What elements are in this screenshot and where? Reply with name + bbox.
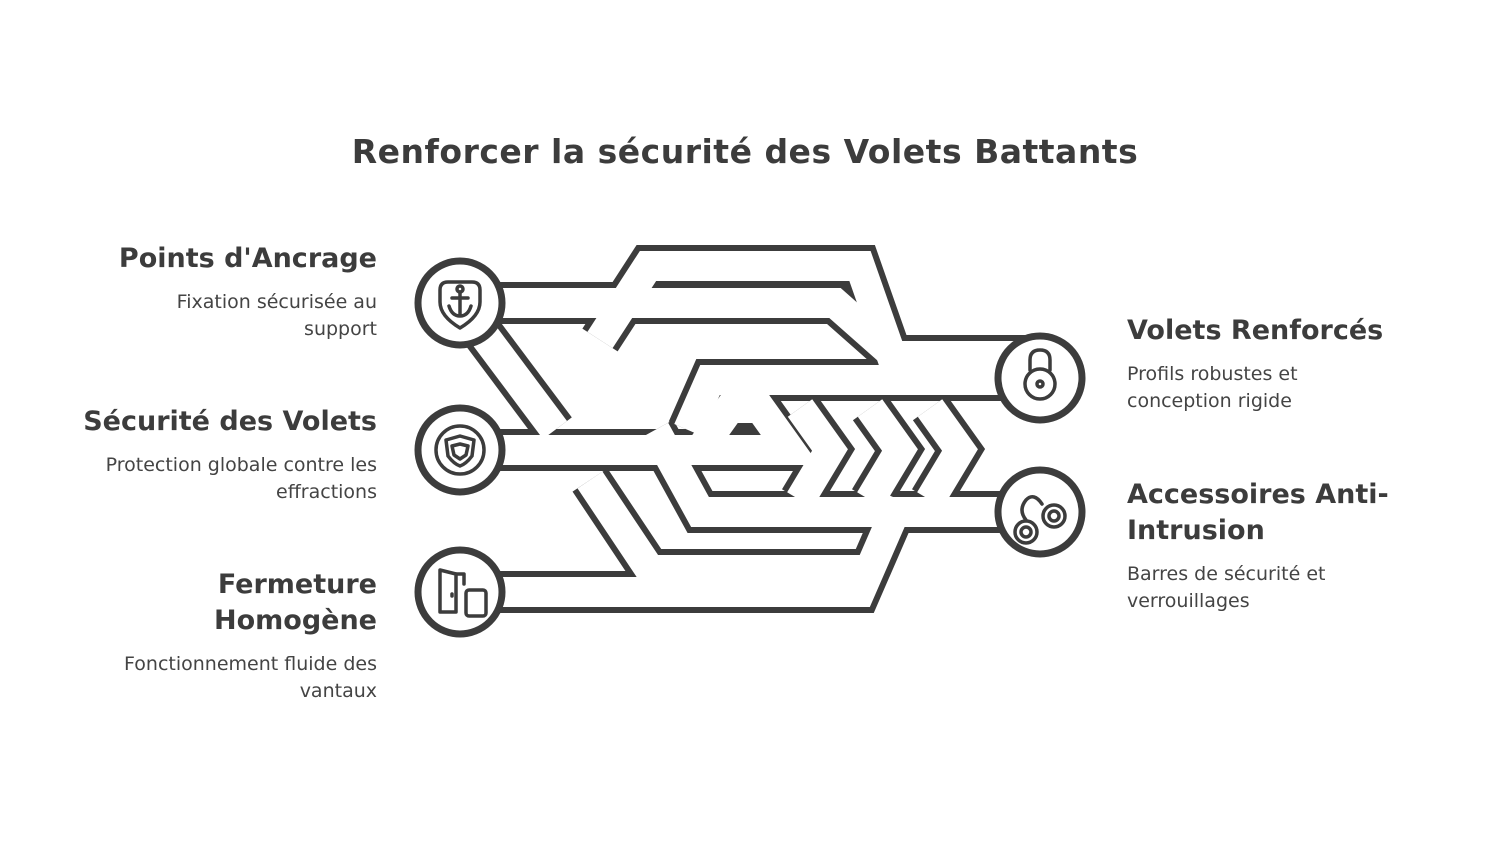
- shield-icon: [434, 424, 486, 476]
- node-securite-volets: [414, 404, 506, 496]
- item-accessoires-anti-intrusion: Accessoires Anti-Intrusion Barres de séc…: [1127, 477, 1427, 615]
- item-securite-volets: Sécurité des Volets Protection globale c…: [47, 404, 377, 506]
- anchor-icon: [438, 280, 482, 330]
- item-volets-renforces: Volets Renforcés Profils robustes et con…: [1127, 313, 1427, 415]
- node-fermeture-homogene: [414, 546, 506, 638]
- item-heading: Sécurité des Volets: [83, 406, 377, 437]
- item-fermeture-homogene: Fermeture Homogène Fonctionnement fluide…: [47, 567, 377, 705]
- door-icon: [438, 568, 488, 618]
- item-heading: Volets Renforcés: [1127, 315, 1384, 346]
- item-description: Protection globale contre les effraction…: [105, 454, 377, 503]
- node-volets-renforces: [994, 332, 1086, 424]
- handcuffs-icon: [1013, 495, 1067, 545]
- pipes-fill: [447, 251, 1040, 607]
- node-accessoires: [994, 466, 1086, 558]
- item-heading: Points d'Ancrage: [118, 243, 377, 274]
- page-title: Renforcer la sécurité des Volets Battant…: [351, 132, 1139, 171]
- item-description: Fonctionnement fluide des vantaux: [124, 653, 377, 702]
- item-description: Fixation sécurisée au support: [176, 291, 377, 340]
- item-heading: Accessoires Anti-Intrusion: [1127, 479, 1389, 546]
- item-heading: Fermeture Homogène: [213, 569, 377, 636]
- item-points-ancrage: Points d'Ancrage Fixation sécurisée au s…: [47, 241, 377, 343]
- node-points-ancrage: [414, 257, 506, 349]
- item-description: Barres de sécurité et verrouillages: [1127, 563, 1326, 612]
- padlock-icon: [1023, 348, 1057, 401]
- item-description: Profils robustes et conception rigide: [1127, 363, 1298, 412]
